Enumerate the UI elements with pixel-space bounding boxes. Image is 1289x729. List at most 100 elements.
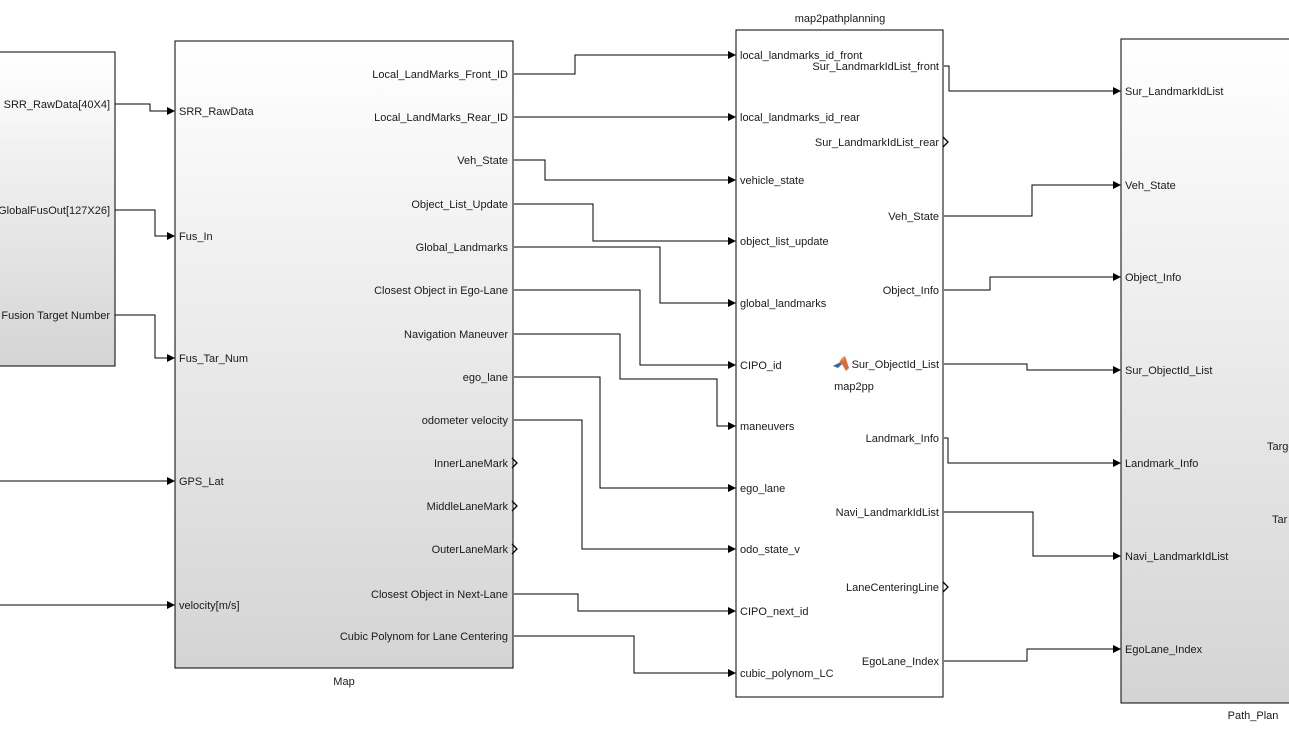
map2pp-input-arrow-icon xyxy=(728,669,736,677)
map2pp-input-port-label: maneuvers xyxy=(740,421,795,433)
map2pp-input-arrow-icon xyxy=(728,422,736,430)
map2pp-input-arrow-icon xyxy=(728,113,736,121)
map-output-port-label: MiddleLaneMark xyxy=(427,501,509,513)
map-output-port-label: Object_List_Update xyxy=(411,199,508,211)
map2pp-output-port-label: Navi_LandmarkIdList xyxy=(836,507,939,519)
map2pp-input-port-label: CIPO_next_id xyxy=(740,606,808,618)
path-plan-input-arrow-icon xyxy=(1113,87,1121,95)
map2pp-input-port-label: local_landmarks_id_front xyxy=(740,50,862,62)
map-block-name: Map xyxy=(333,676,354,688)
map-output-port-label: Local_LandMarks_Rear_ID xyxy=(374,112,508,124)
wire-closest-object-next[interactable] xyxy=(514,593,729,612)
wire-veh-state-out[interactable] xyxy=(944,184,1114,217)
wire-landmark-info[interactable] xyxy=(944,437,1114,464)
map2pp-function-name: map2pp xyxy=(834,381,874,393)
map-input-arrow-icon xyxy=(167,354,175,362)
wire-veh-state[interactable] xyxy=(514,159,729,181)
map2pp-output-port-label: Sur_ObjectId_List xyxy=(852,359,939,371)
map-output-port-label: Closest Object in Ego-Lane xyxy=(374,285,508,297)
map2pp-output-port-label: Veh_State xyxy=(888,211,939,223)
wire-navi-landmarkidlist[interactable] xyxy=(944,511,1114,557)
map2pp-input-arrow-icon xyxy=(728,237,736,245)
map-output-unconnected-icon xyxy=(511,500,518,512)
path-plan-input-arrow-icon xyxy=(1113,273,1121,281)
path-plan-input-port-label: Sur_ObjectId_List xyxy=(1125,365,1212,377)
source-output-port-label: GlobalFusOut[127X26] xyxy=(0,205,110,217)
map2pp-input-port-label: cubic_polynom_LC xyxy=(740,668,834,680)
path-plan-input-arrow-icon xyxy=(1113,645,1121,653)
path-plan-input-arrow-icon xyxy=(1113,181,1121,189)
wire-closest-object-ego[interactable] xyxy=(514,289,729,366)
map-input-arrow-icon xyxy=(167,107,175,115)
path-plan-subsystem-block[interactable] xyxy=(1120,38,1289,704)
wire-object-info[interactable] xyxy=(944,276,1114,291)
map-subsystem-block[interactable] xyxy=(174,40,514,669)
map2pp-output-unconnected-icon xyxy=(942,136,949,148)
map-input-port-label: Fus_In xyxy=(179,231,213,243)
map2pp-input-arrow-icon xyxy=(728,607,736,615)
map2pp-input-port-label: object_list_update xyxy=(740,236,829,248)
map2pp-output-port-label: Sur_LandmarkIdList_rear xyxy=(815,137,939,149)
wire-egolane-index[interactable] xyxy=(944,648,1114,662)
source-output-port-label: Fusion Target Number xyxy=(1,310,110,322)
map2pp-input-arrow-icon xyxy=(728,484,736,492)
wire-local-landmarks-front[interactable] xyxy=(514,54,729,75)
path-plan-output-port-label: Targe xyxy=(1267,441,1289,453)
map-input-arrow-icon xyxy=(167,232,175,240)
map-output-port-label: ego_lane xyxy=(463,372,508,384)
map-output-port-label: InnerLaneMark xyxy=(434,458,508,470)
wire-navigation-maneuver[interactable] xyxy=(514,333,729,427)
wire-odometer-velocity[interactable] xyxy=(514,419,729,550)
wire-srr-rawdata[interactable] xyxy=(115,103,168,112)
path-plan-input-arrow-icon xyxy=(1113,552,1121,560)
wire-global-landmarks[interactable] xyxy=(514,246,729,304)
wire-sur-objectid-list[interactable] xyxy=(944,363,1114,371)
map-output-port-label: OuterLaneMark xyxy=(432,544,509,556)
map2pp-input-port-label: global_landmarks xyxy=(740,298,827,310)
wire-globalfusout[interactable] xyxy=(115,209,168,237)
map2pp-output-port-label: EgoLane_Index xyxy=(862,656,940,668)
wire-sur-landmarkidlist-front[interactable] xyxy=(944,65,1114,92)
wire-ego-lane[interactable] xyxy=(514,376,729,489)
map2pp-output-unconnected-icon xyxy=(942,581,949,593)
map2pp-input-arrow-icon xyxy=(728,299,736,307)
map-output-port-label: odometer velocity xyxy=(422,415,509,427)
wire-cubic-polynom[interactable] xyxy=(514,635,729,674)
map-input-arrow-icon xyxy=(167,477,175,485)
path-plan-input-port-label: EgoLane_Index xyxy=(1125,644,1203,656)
map2pp-input-port-label: CIPO_id xyxy=(740,360,782,372)
map-output-port-label: Global_Landmarks xyxy=(416,242,509,254)
map-input-port-label: GPS_Lat xyxy=(179,476,224,488)
map-input-port-label: SRR_RawData xyxy=(179,106,254,118)
signal-lines xyxy=(0,54,1114,674)
map2pp-input-arrow-icon xyxy=(728,176,736,184)
path-plan-input-arrow-icon xyxy=(1113,366,1121,374)
path-plan-input-port-label: Navi_LandmarkIdList xyxy=(1125,551,1228,563)
map-output-port-label: Closest Object in Next-Lane xyxy=(371,589,508,601)
map2pp-input-port-label: local_landmarks_id_rear xyxy=(740,112,860,124)
map2pp-input-arrow-icon xyxy=(728,361,736,369)
path-plan-input-port-label: Sur_LandmarkIdList xyxy=(1125,86,1223,98)
map2pathplanning-block-title: map2pathplanning xyxy=(795,13,886,25)
matlab-logo-icon xyxy=(833,356,849,371)
map2pp-output-port-label: Object_Info xyxy=(883,285,939,297)
map-output-port-label: Veh_State xyxy=(457,155,508,167)
map-output-port-label: Cubic Polynom for Lane Centering xyxy=(340,631,508,643)
wire-object-list-update[interactable] xyxy=(514,203,729,242)
path-plan-input-port-label: Landmark_Info xyxy=(1125,458,1198,470)
wire-fusion-target-number[interactable] xyxy=(115,314,168,359)
map-output-unconnected-icon xyxy=(511,543,518,555)
map-output-port-label: Local_LandMarks_Front_ID xyxy=(372,69,508,81)
map-input-port-label: Fus_Tar_Num xyxy=(179,353,248,365)
path-plan-block-name: Path_Plan xyxy=(1228,710,1279,722)
path-plan-input-port-label: Object_Info xyxy=(1125,272,1181,284)
map2pp-output-port-label: Sur_LandmarkIdList_front xyxy=(812,61,939,73)
map2pp-output-port-label: LaneCenteringLine xyxy=(846,582,939,594)
map2pp-output-port-label: Landmark_Info xyxy=(866,433,939,445)
map-output-unconnected-icon xyxy=(511,457,518,469)
map-input-port-label: velocity[m/s] xyxy=(179,600,240,612)
path-plan-input-arrow-icon xyxy=(1113,459,1121,467)
path-plan-output-port-label: Tar xyxy=(1272,514,1288,526)
source-subsystem-block[interactable] xyxy=(0,51,116,367)
